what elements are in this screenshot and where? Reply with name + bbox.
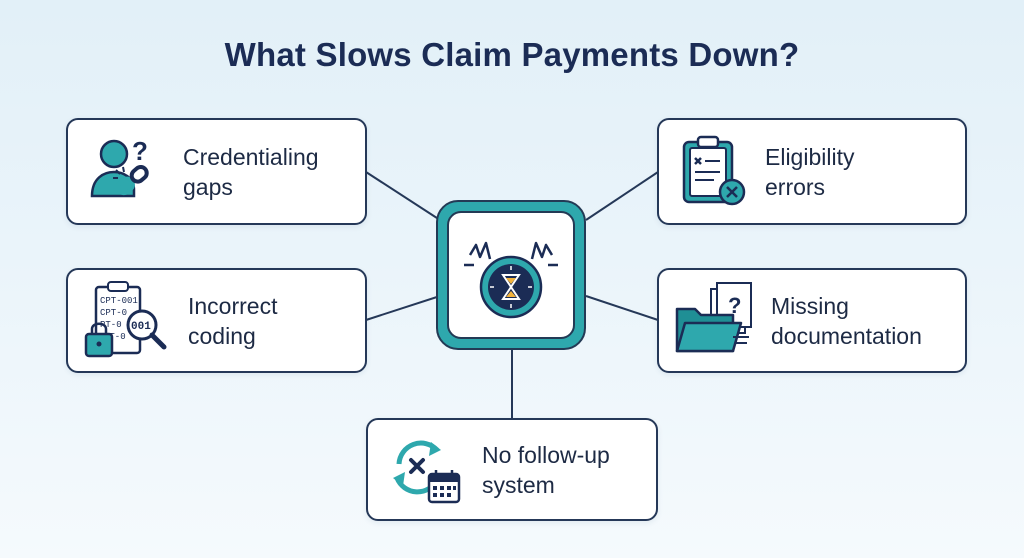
node-eligibility-errors: Eligibility errors: [657, 118, 967, 225]
svg-text:PT-0: PT-0: [100, 320, 122, 330]
user-question-broken-link-icon: ?: [90, 136, 149, 197]
svg-text:CPT-0: CPT-0: [100, 308, 127, 318]
credentialing-label-line1: Credentialing: [183, 143, 319, 170]
code-sheet-lock-magnifier-icon: CPT-001 CPT-0 PT-0 PT-0 001: [84, 280, 167, 357]
svg-text:CPT-001: CPT-001: [100, 296, 138, 306]
svg-text:001: 001: [131, 321, 151, 333]
svg-text:PT-0: PT-0: [104, 332, 126, 342]
documentation-label-line2: documentation: [771, 322, 922, 349]
followup-label-line1: No follow-up: [482, 441, 610, 468]
connector-credentialing: [365, 171, 441, 221]
cycle-x-calendar-icon: [393, 440, 461, 503]
coding-label-line1: Incorrect: [188, 292, 278, 319]
connector-eligibility: [585, 171, 659, 221]
node-incorrect-coding: CPT-001 CPT-0 PT-0 PT-0 001 Incorrect co…: [66, 268, 367, 373]
folder-question-docs-icon: ?: [675, 281, 752, 352]
central-hub: [436, 200, 586, 350]
node-credentialing-gaps: ? Credentialing gaps: [66, 118, 367, 225]
hub-inner-panel: [447, 211, 575, 339]
eligibility-label-line2: errors: [765, 173, 826, 200]
credentialing-label-line2: gaps: [183, 173, 233, 200]
coding-label-line2: coding: [188, 322, 256, 349]
connector-documentation: [585, 295, 659, 321]
svg-text:?: ?: [132, 136, 148, 166]
stopwatch-hourglass-icon: [464, 241, 558, 319]
followup-label-line2: system: [482, 471, 555, 498]
clipboard-x-icon: [682, 135, 746, 205]
diagram-title: What Slows Claim Payments Down?: [224, 36, 800, 73]
svg-text:?: ?: [728, 293, 741, 318]
eligibility-label-line1: Eligibility: [765, 143, 855, 170]
node-missing-documentation: ? Missing documentation: [657, 268, 967, 373]
documentation-label-line1: Missing: [771, 292, 849, 319]
connector-coding: [365, 295, 441, 321]
node-no-follow-up-system: No follow-up system: [366, 418, 658, 521]
